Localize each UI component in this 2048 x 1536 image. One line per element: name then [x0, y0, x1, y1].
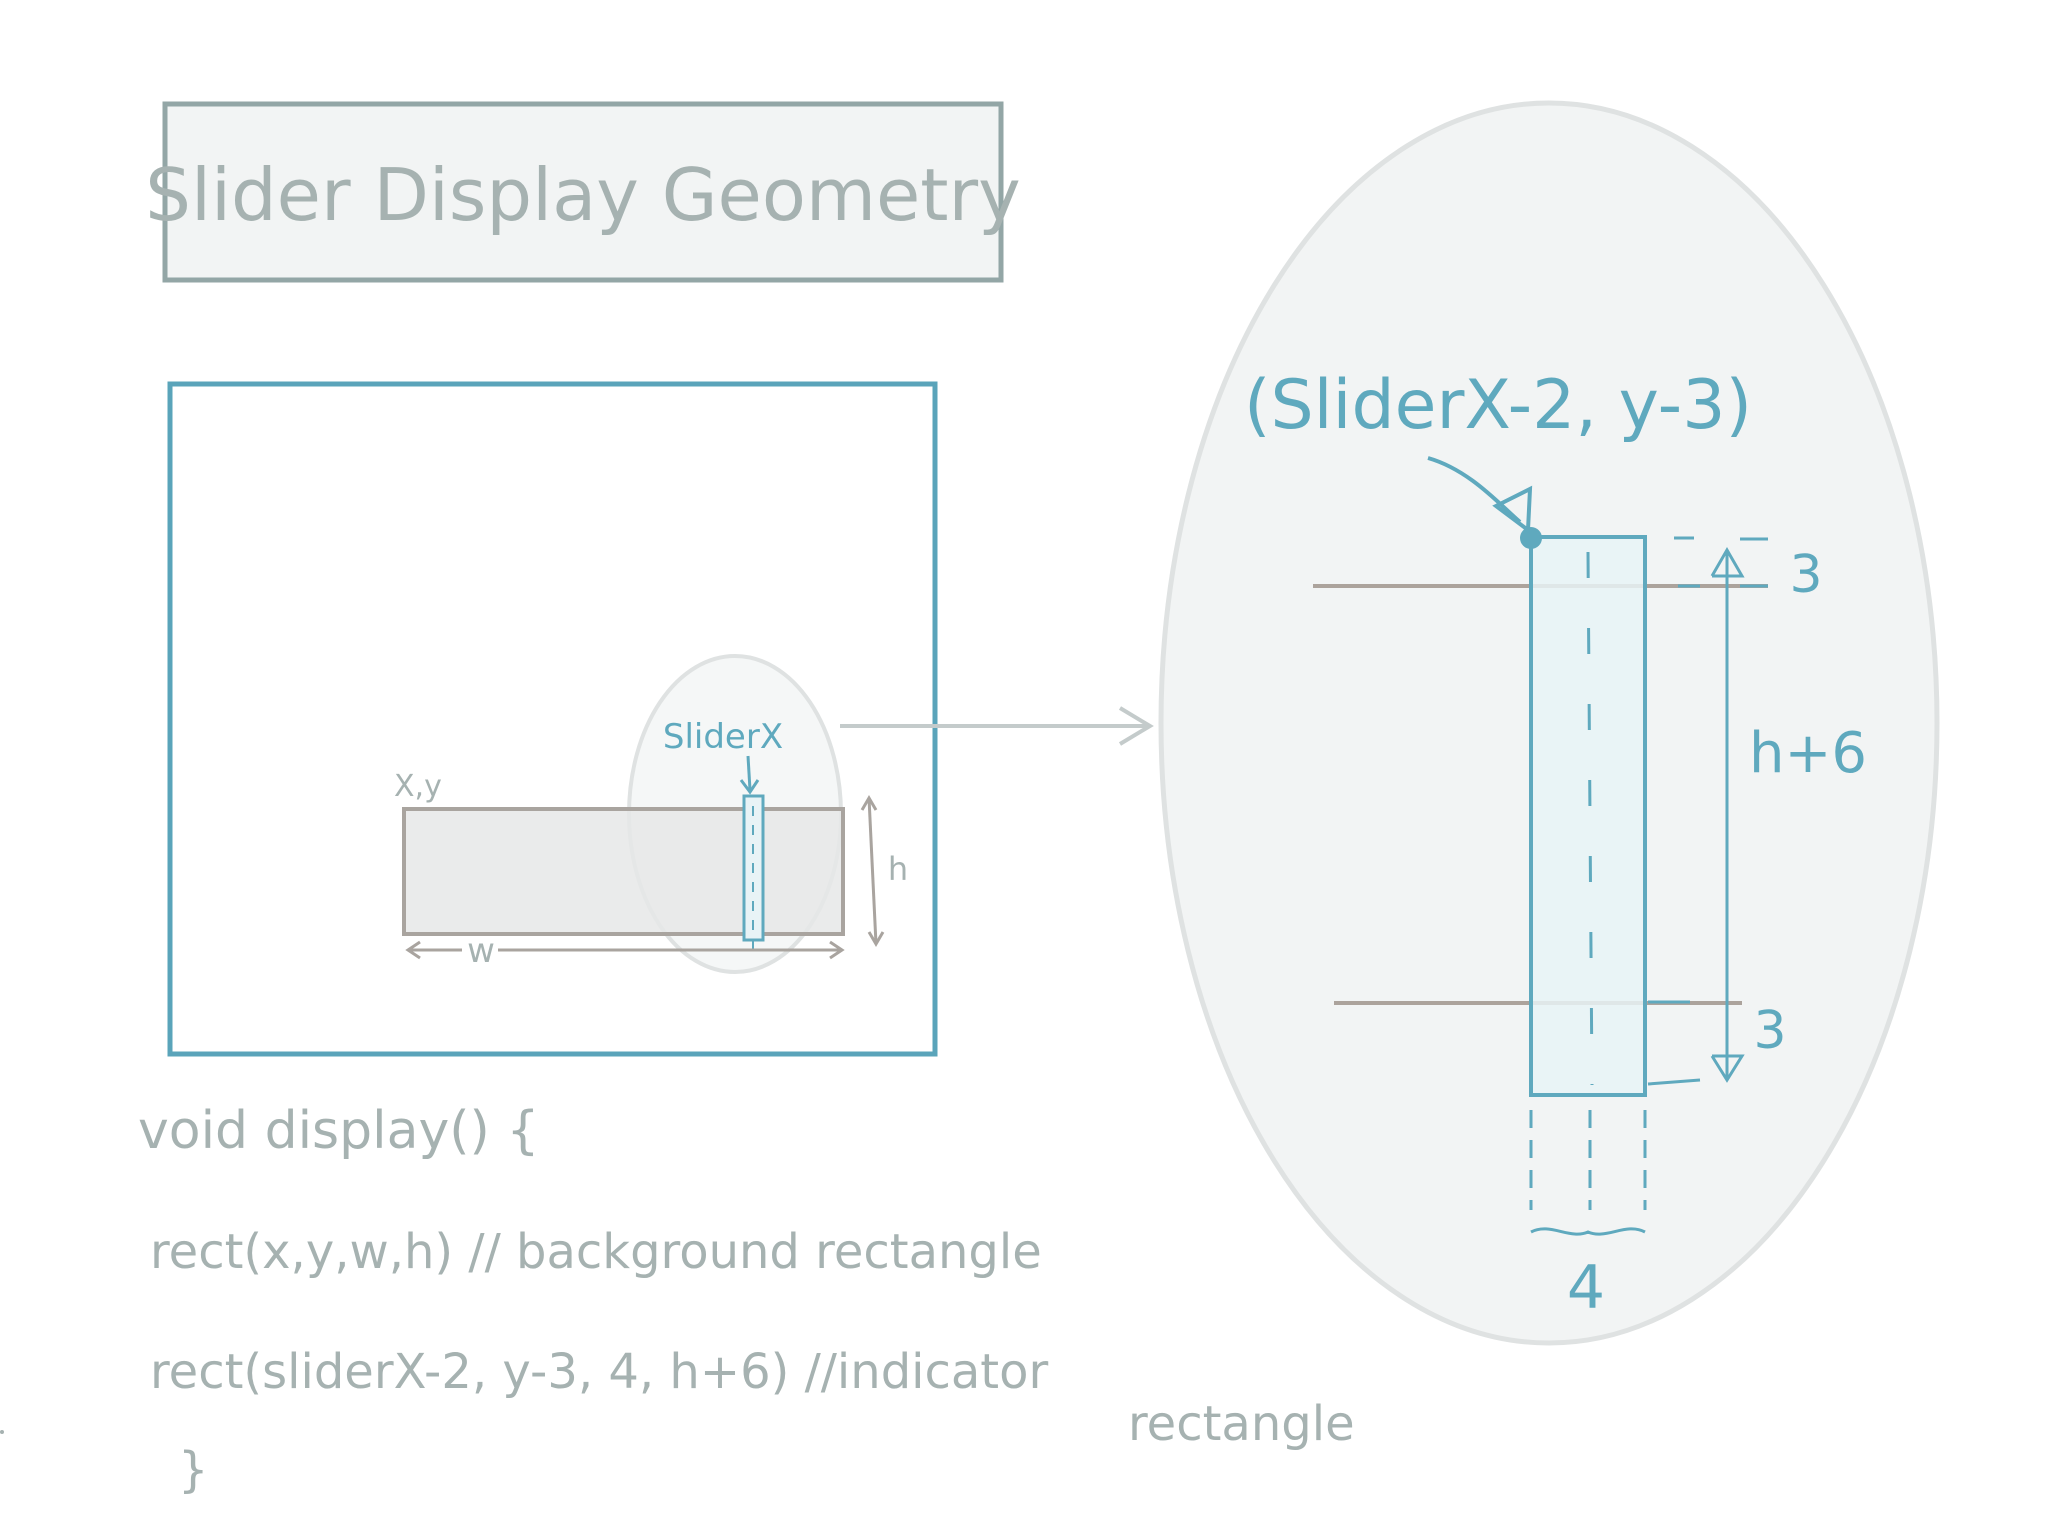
code-line-1: void display() { — [138, 1101, 539, 1161]
stray-dot — [0, 1430, 4, 1434]
sliderx-label: SliderX — [663, 717, 783, 757]
top-offset-label: 3 — [1789, 545, 1822, 605]
width-dimension-zoom-icon — [1529, 1110, 1647, 1236]
sliderx-arrow-icon — [739, 755, 760, 795]
background-rectangle — [402, 807, 845, 936]
height-label: h — [888, 850, 908, 888]
code-line-4: } — [178, 1442, 209, 1498]
code-line-3: rect(sliderX-2, y-3, 4, h+6) //indicator — [150, 1344, 1048, 1400]
width-label: w — [467, 931, 495, 971]
bottom-offset-marker-icon — [1647, 1000, 1701, 1086]
indicator-rectangle — [1529, 535, 1647, 1097]
corner-label: (SliderX-2, y-3) — [1244, 366, 1752, 445]
slider-indicator-small — [742, 794, 765, 950]
height-total-arrow-icon — [1710, 546, 1745, 1083]
code-block: void display() { rect(x,y,w,h) // backgr… — [138, 1101, 1355, 1498]
width-zoom-label: 4 — [1567, 1253, 1605, 1323]
corner-arrow-icon — [1427, 456, 1533, 534]
origin-label: X,y — [394, 769, 442, 804]
height-dimension-arrow-icon — [860, 795, 885, 947]
corner-point — [1520, 527, 1542, 549]
height-total-label: h+6 — [1749, 721, 1867, 786]
code-line-3-cont: rectangle — [1128, 1396, 1355, 1452]
width-dimension-arrow-icon — [405, 940, 845, 960]
title-box: Slider Display Geometry — [145, 101, 1021, 283]
title-text: Slider Display Geometry — [145, 153, 1021, 237]
code-line-2: rect(x,y,w,h) // background rectangle — [150, 1224, 1042, 1280]
zoom-connector-arrow-icon — [840, 706, 1154, 746]
top-offset-marker-icon — [1674, 536, 1768, 588]
bottom-offset-label: 3 — [1753, 1001, 1786, 1061]
